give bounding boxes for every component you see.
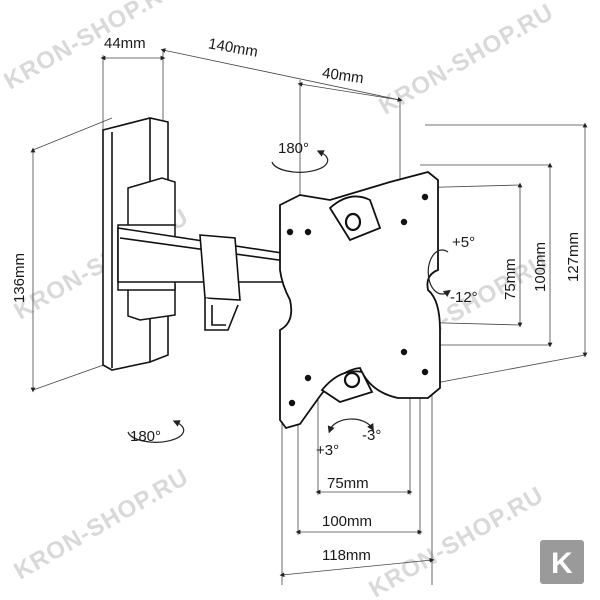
vesa-plate: [279, 171, 441, 430]
mount-hole: [400, 348, 408, 356]
angle-rotate-minus: -3°: [362, 427, 381, 444]
dim-plate-height: 127mm: [565, 232, 582, 282]
dim-vesa-h-large: 100mm: [322, 513, 372, 530]
mount-hole: [421, 368, 429, 376]
watermark-bottom-left: KRON-SHOP.RU: [10, 463, 194, 585]
mount-hole: [304, 374, 312, 382]
angle-rotate-plus: +3°: [316, 442, 339, 459]
dim-vesa-h-small: 75mm: [327, 475, 369, 492]
dim-vesa-v-small: 75mm: [502, 258, 519, 300]
logo-letter: K: [551, 547, 573, 580]
angle-tilt-up: +5°: [452, 234, 475, 251]
mounting-holes: [286, 193, 429, 407]
shop-logo: K: [540, 540, 584, 584]
mount-hole: [400, 218, 408, 226]
dim-plate-width: 118mm: [322, 547, 371, 564]
dim-arm-length: 140mm: [207, 35, 259, 60]
watermark-top-right: KRON-SHOP.RU: [375, 0, 559, 120]
dimension-lines: [30, 48, 588, 585]
angle-swivel-bottom: 180°: [130, 428, 161, 445]
mount-hole: [304, 228, 312, 236]
dim-vesa-v-large: 100mm: [532, 242, 549, 292]
mount-hole: [288, 399, 296, 407]
angle-tilt-down: -12°: [450, 289, 478, 306]
dim-wall-height: 136mm: [11, 253, 28, 303]
mount-hole: [421, 193, 429, 201]
mount-hole: [286, 228, 294, 236]
arm: [117, 227, 296, 331]
watermark-bottom-right: KRON-SHOP.RU: [365, 481, 549, 600]
rotation-arrows: [127, 150, 451, 443]
logo-badge: [540, 540, 584, 584]
dim-plate-depth: 40mm: [321, 65, 365, 88]
dimension-labels: 44mm 140mm 40mm 136mm 75mm 100mm 127mm 7…: [11, 35, 582, 564]
watermark-top-left: KRON-SHOP.RU: [0, 0, 184, 95]
angle-labels: 180° 180° +5° -12° +3° -3°: [130, 140, 478, 459]
angle-swivel-top: 180°: [278, 140, 309, 157]
dim-wall-depth: 44mm: [104, 35, 146, 52]
